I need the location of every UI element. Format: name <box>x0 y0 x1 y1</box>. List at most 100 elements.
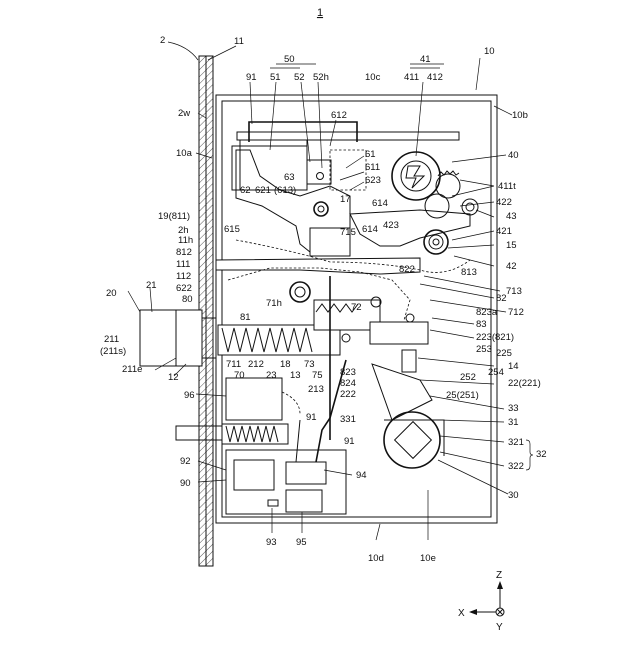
label: 11 <box>234 36 244 47</box>
label: (211s) <box>100 346 126 357</box>
label: 615 <box>224 224 240 235</box>
label: 17 <box>340 194 351 205</box>
label: 10a <box>176 148 193 159</box>
label: 25(251) <box>446 390 479 401</box>
label: 252 <box>460 372 476 383</box>
label: 225 <box>496 348 512 359</box>
label: 20 <box>106 288 117 299</box>
label: 254 <box>488 367 504 378</box>
label: 75 <box>312 370 323 381</box>
label: 611 <box>365 162 380 173</box>
label: 321 <box>508 437 524 448</box>
label: 91 <box>306 412 317 423</box>
label: 18 <box>280 359 291 370</box>
label: 52 <box>294 72 305 83</box>
label: 111 <box>176 259 190 270</box>
label: 11h <box>178 235 193 246</box>
label: 823a <box>476 307 498 318</box>
label: 822 <box>399 264 415 275</box>
label: 713 <box>506 286 522 297</box>
label: 812 <box>176 247 192 258</box>
label: 93 <box>266 537 277 548</box>
label: 621 <box>255 185 271 196</box>
label: 73 <box>304 359 315 370</box>
label: 15 <box>506 240 517 251</box>
label: 213 <box>308 384 324 395</box>
label: 712 <box>508 307 524 318</box>
label: 81 <box>240 312 251 323</box>
label: 212 <box>248 359 264 370</box>
label: 412 <box>427 72 443 83</box>
label: 23 <box>266 370 277 381</box>
label: 112 <box>176 271 191 282</box>
label: 95 <box>296 537 307 548</box>
axis-x-label: X <box>458 608 465 619</box>
label: 823 <box>340 367 356 378</box>
label: 92 <box>180 456 191 467</box>
label: 22(221) <box>508 378 541 389</box>
label: 331 <box>340 414 356 425</box>
label: 96 <box>184 390 195 401</box>
label: 2w <box>178 108 190 119</box>
label: 19(811) <box>158 211 190 222</box>
label: 62 <box>240 185 251 196</box>
label: 40 <box>508 150 519 161</box>
axis-indicator <box>469 581 504 616</box>
label: 32 <box>536 449 547 460</box>
label: 211 <box>104 334 119 345</box>
label: 70 <box>234 370 245 381</box>
label: 614 <box>362 224 378 235</box>
label: 10e <box>420 553 436 564</box>
label: 71h <box>266 298 282 309</box>
label: 90 <box>180 478 191 489</box>
label: 2 <box>160 35 165 46</box>
label: 421 <box>496 226 512 237</box>
label: 10b <box>512 110 528 121</box>
label: 51 <box>270 72 281 83</box>
label: 80 <box>182 294 193 305</box>
label: 211e <box>122 364 142 375</box>
label: 33 <box>508 403 519 414</box>
label: 222 <box>340 389 356 400</box>
label: 12 <box>168 372 179 383</box>
label: 10c <box>365 72 381 83</box>
label: 10 <box>484 46 495 57</box>
label: 83 <box>476 319 487 330</box>
label: 223(821) <box>476 332 514 343</box>
label: 13 <box>290 370 301 381</box>
label: 30 <box>508 490 519 501</box>
label: 322 <box>508 461 524 472</box>
label: 63 <box>284 172 295 183</box>
label: 622 <box>176 283 192 294</box>
label: 42 <box>506 261 517 272</box>
label: 715 <box>340 227 356 238</box>
label: 253 <box>476 344 492 355</box>
label: 614 <box>372 198 388 209</box>
label: 61 <box>365 149 376 160</box>
label: 50 <box>284 54 295 65</box>
label: 824 <box>340 378 356 389</box>
label: 422 <box>496 197 512 208</box>
label: 72 <box>351 302 362 313</box>
label: 423 <box>383 220 399 231</box>
label: (613) <box>274 185 296 196</box>
label: 21 <box>146 280 157 291</box>
figure-number: 1 <box>317 7 323 19</box>
label: 711 <box>226 359 241 370</box>
label: 31 <box>508 417 519 428</box>
label: 94 <box>356 470 367 481</box>
label: 91 <box>344 436 355 447</box>
label: 411t <box>498 181 516 192</box>
label: 14 <box>508 361 519 372</box>
label: 411 <box>404 72 419 83</box>
label: 612 <box>331 110 347 121</box>
label: 41 <box>420 54 431 65</box>
label: 623 <box>365 175 381 186</box>
label: 52h <box>313 72 329 83</box>
label: 10d <box>368 553 384 564</box>
axis-z-label: Z <box>496 570 502 581</box>
axis-y-label: Y <box>496 622 503 633</box>
label: 82 <box>496 293 507 304</box>
